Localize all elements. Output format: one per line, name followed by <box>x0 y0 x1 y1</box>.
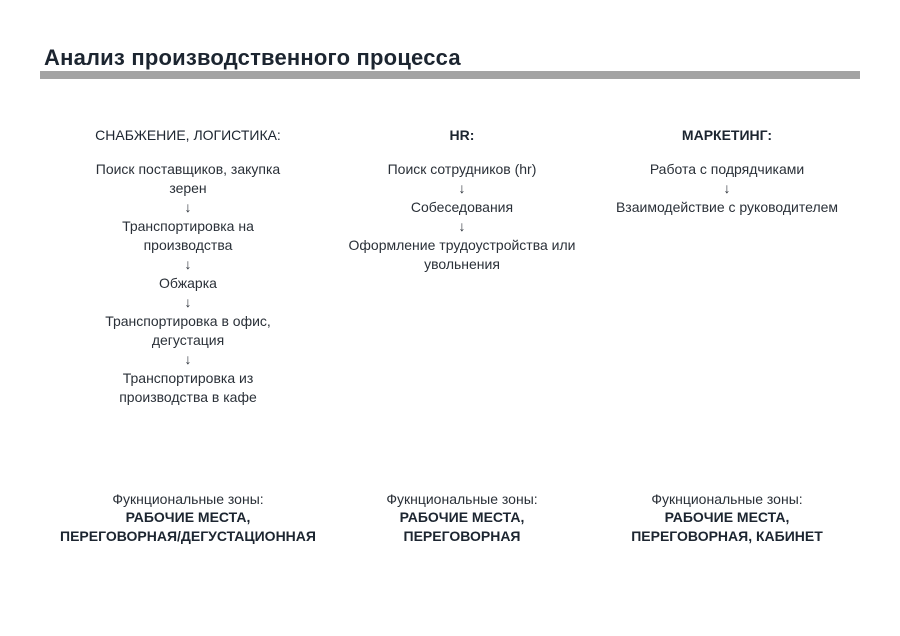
process-steps: Поиск поставщиков, закупка зерен ↓ Транс… <box>38 160 338 407</box>
process-step: Поиск сотрудников (hr) <box>387 161 537 177</box>
process-steps: Поиск сотрудников (hr) ↓ Собеседования ↓… <box>312 160 612 274</box>
title-underline-bar <box>40 71 860 79</box>
process-step: Взаимодействие с руководителем <box>615 199 839 215</box>
column-hr: HR: Поиск сотрудников (hr) ↓ Собеседован… <box>312 126 612 274</box>
zones-label: Фукнциональные зоны: <box>112 491 264 507</box>
process-step: Транспортировка из производства в кафе <box>119 370 257 405</box>
column-supply-logistics: СНАБЖЕНИЕ, ЛОГИСТИКА: Поиск поставщиков,… <box>38 126 338 407</box>
zones-label: Фукнциональные зоны: <box>386 491 538 507</box>
column-header: МАРКЕТИНГ: <box>681 127 773 143</box>
down-arrow-icon: ↓ <box>458 180 466 196</box>
process-step: Собеседования <box>410 199 514 215</box>
functional-zones-marketing: Фукнциональные зоны: РАБОЧИЕ МЕСТА, ПЕРЕ… <box>577 490 877 546</box>
down-arrow-icon: ↓ <box>184 351 192 367</box>
process-step: Транспортировка в офис, дегустация <box>105 313 271 348</box>
page-title: Анализ производственного процесса <box>44 45 461 70</box>
down-arrow-icon: ↓ <box>184 256 192 272</box>
zones-value-line2: ПЕРЕГОВОРНАЯ <box>403 528 521 544</box>
zones-value-line2: ПЕРЕГОВОРНАЯ, КАБИНЕТ <box>631 528 823 544</box>
functional-zones-supply: Фукнциональные зоны: РАБОЧИЕ МЕСТА, ПЕРЕ… <box>38 490 338 546</box>
zones-value-line2: ПЕРЕГОВОРНАЯ/ДЕГУСТАЦИОННАЯ <box>60 528 316 544</box>
process-step: Обжарка <box>159 275 217 291</box>
process-step: Работа с подрядчиками <box>649 161 805 177</box>
down-arrow-icon: ↓ <box>458 218 466 234</box>
zones-value-line1: РАБОЧИЕ МЕСТА, <box>399 509 525 525</box>
functional-zones-hr: Фукнциональные зоны: РАБОЧИЕ МЕСТА, ПЕРЕ… <box>312 490 612 546</box>
down-arrow-icon: ↓ <box>184 199 192 215</box>
column-header: СНАБЖЕНИЕ, ЛОГИСТИКА: <box>95 127 281 143</box>
zones-label: Фукнциональные зоны: <box>651 491 803 507</box>
process-step: Оформление трудоустройства или увольнени… <box>348 237 576 272</box>
column-header: HR: <box>449 127 475 143</box>
process-step: Поиск поставщиков, закупка зерен <box>95 161 281 196</box>
process-step: Транспортировка на производства <box>122 218 254 253</box>
down-arrow-icon: ↓ <box>184 294 192 310</box>
process-steps: Работа с подрядчиками ↓ Взаимодействие с… <box>577 160 877 217</box>
down-arrow-icon: ↓ <box>723 180 731 196</box>
column-marketing: МАРКЕТИНГ: Работа с подрядчиками ↓ Взаим… <box>577 126 877 217</box>
zones-value-line1: РАБОЧИЕ МЕСТА, <box>125 509 251 525</box>
zones-value-line1: РАБОЧИЕ МЕСТА, <box>664 509 790 525</box>
